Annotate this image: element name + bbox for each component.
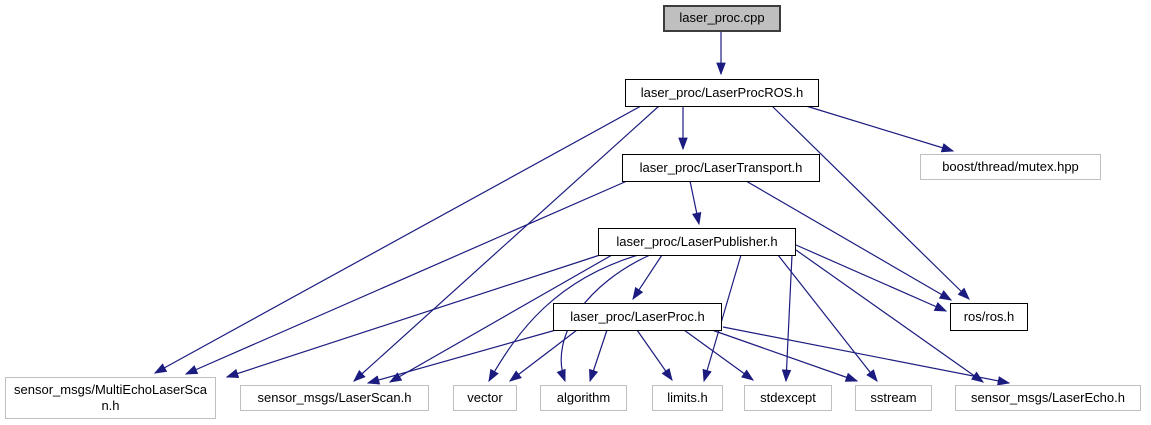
node-laser-proc-h[interactable]: laser_proc/LaserProc.h [553,303,722,331]
edge-laser-proc-h-to-algorithm [589,329,608,383]
edge-laser-publisher-h-to-laser-proc-h [632,254,663,301]
edge-laser-publisher-h-to-vector [488,254,639,383]
node-limits-h: limits.h [652,385,723,411]
edge-laser-proc-h-to-vector [508,329,578,382]
edge-laser-proc-ros-h-to-boost-thread-mutex-hpp [805,105,955,153]
edge-laser-proc-h-to-laser-scan-h [366,329,557,385]
node-vector: vector [453,385,517,411]
edge-laser-publisher-h-to-sstream [777,254,878,382]
node-laser-publisher-h[interactable]: laser_proc/LaserPublisher.h [598,228,796,256]
node-laser-scan-h: sensor_msgs/LaserScan.h [240,385,429,411]
edge-laser-publisher-h-to-laser-echo-h [795,249,985,383]
node-laser-echo-h: sensor_msgs/LaserEcho.h [955,385,1141,411]
edge-laser-transport-h-to-multi-echo-laser-scan-h [184,180,628,375]
edge-laser-transport-h-to-ros-ros-h [745,180,953,301]
edge-laser-proc-ros-h-to-multi-echo-laser-scan-h [153,105,642,374]
node-stdexcept: stdexcept [744,385,832,411]
edge-laser-proc-ros-h-to-ros-ros-h [771,105,970,300]
edge-laser-publisher-h-to-laser-scan-h [388,254,613,383]
node-ros-ros-h[interactable]: ros/ros.h [950,303,1028,331]
node-laser-proc-ros-h[interactable]: laser_proc/LaserProcROS.h [625,79,819,107]
edge-laser-publisher-h-to-ros-ros-h [795,244,948,312]
edge-laser-publisher-h-to-stdexcept [781,254,793,383]
node-laser-proc-cpp: laser_proc.cpp [663,5,781,32]
node-sstream: sstream [855,385,932,411]
edge-laser-publisher-h-to-multi-echo-laser-scan-h [225,254,601,379]
edge-laser-publisher-h-to-limits-h [702,254,742,383]
edge-laser-proc-h-to-stdexcept [683,329,755,381]
node-boost-thread-mutex-hpp: boost/thread/mutex.hpp [920,154,1101,180]
edge-laser-proc-h-to-sstream [711,329,859,382]
node-algorithm: algorithm [540,385,627,411]
edge-laser-proc-h-to-limits-h [636,329,673,382]
node-laser-transport-h[interactable]: laser_proc/LaserTransport.h [622,154,820,182]
node-multi-echo-laser-scan-h: sensor_msgs/MultiEchoLaserScan.h [5,377,216,419]
edge-laser-proc-h-to-laser-echo-h [722,326,1011,386]
edge-laser-transport-h-to-laser-publisher-h [689,180,702,226]
edge-laser-proc-ros-h-to-laser-scan-h [353,105,660,382]
